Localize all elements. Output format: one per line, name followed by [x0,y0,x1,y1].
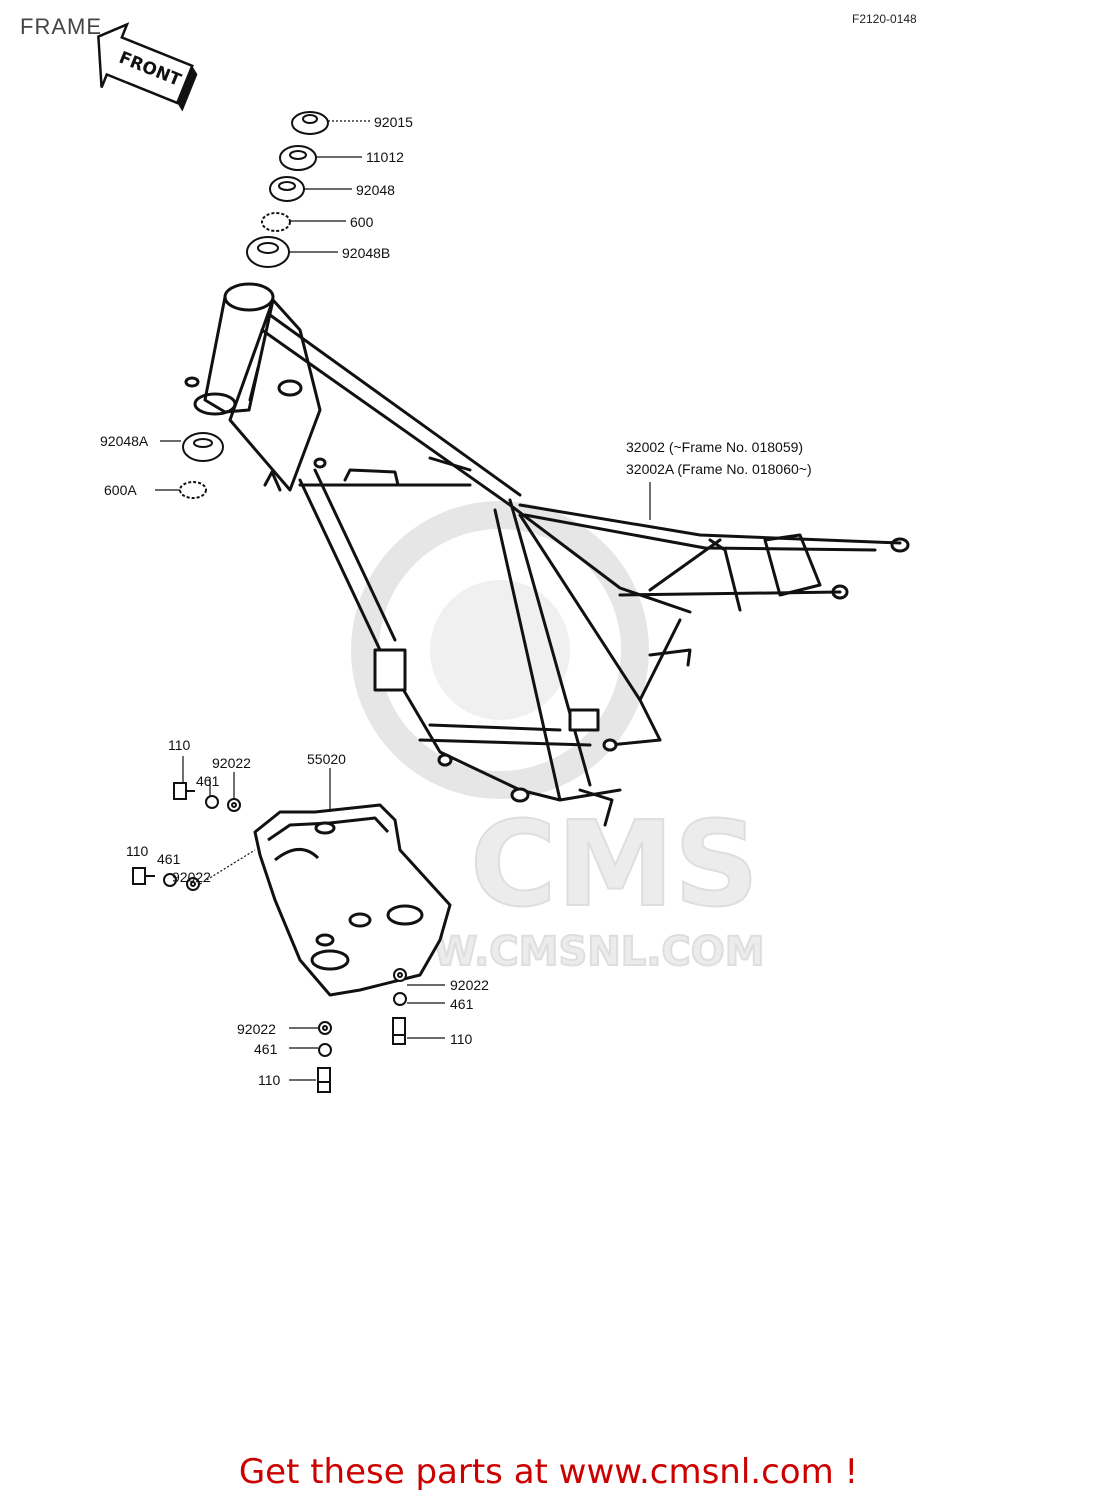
part-label-110-r: 110 [450,1031,473,1047]
bolt-icon [173,782,195,800]
nut-icon [318,1043,332,1057]
nut-icon [393,992,407,1006]
diagram-ref-code: F2120-0148 [852,12,917,26]
washer-icon [227,798,241,812]
part-label-92048B: 92048B [342,245,390,261]
bolt-icon [392,1017,406,1045]
part-label-92048: 92048 [356,182,395,198]
front-arrow-icon: FRONT [97,22,198,112]
steel-ball-ring-icon [261,212,291,232]
part-label-461-bottom: 461 [254,1041,278,1057]
footer-cta-link[interactable]: Get these parts at www.cmsnl.com ! [238,1452,859,1492]
part-label-92022-bottom: 92022 [237,1021,276,1037]
leader-lines [155,120,651,1081]
part-label-600: 600 [350,214,374,230]
watermark-brand: CMS [470,795,759,933]
washer-icon [186,877,200,891]
part-label-92022-b: 92022 [172,869,211,885]
bolt-icon [317,1067,331,1093]
part-label-461-a: 461 [196,773,220,789]
part-label-110-b: 110 [126,843,149,859]
part-label-461-r: 461 [450,996,474,1012]
parts-diagram: CMS WWW.CMSNL.COM FRONT [97,22,910,1093]
part-label-frame-a: 32002 (~Frame No. 018059) [626,439,803,455]
part-label-110-a: 110 [168,737,191,753]
part-label-92022-r: 92022 [450,977,489,993]
bearing-race-upper-icon [246,236,290,268]
part-label-92015: 92015 [374,114,413,130]
part-label-110-bottom: 110 [258,1072,281,1088]
steering-stack [179,111,329,499]
stem-locknut-icon [279,145,317,171]
nut-icon [163,873,177,887]
bearing-race-lower-icon [182,432,224,462]
skid-plate-icon [253,803,452,997]
part-label-11012: 11012 [366,149,404,165]
part-labels: 92015 11012 92048 600 92048B 92048A 600A… [100,114,812,1088]
stem-nut-icon [291,111,329,135]
fasteners [132,782,407,1093]
nut-icon [205,795,219,809]
washer-icon [393,968,407,982]
washer-icon [318,1021,332,1035]
part-label-92022-a: 92022 [212,755,251,771]
part-label-55020: 55020 [307,751,346,767]
page-title: FRAME [20,14,102,39]
part-label-461-b: 461 [157,851,181,867]
part-label-600A: 600A [104,482,137,498]
part-label-frame-b: 32002A (Frame No. 018060~) [626,461,812,477]
bolt-icon [132,867,155,885]
part-label-92048A: 92048A [100,433,149,449]
frame-assembly-icon [184,282,910,827]
steel-ball-ring-lower-icon [179,481,207,499]
bearing-race-icon [269,176,305,202]
